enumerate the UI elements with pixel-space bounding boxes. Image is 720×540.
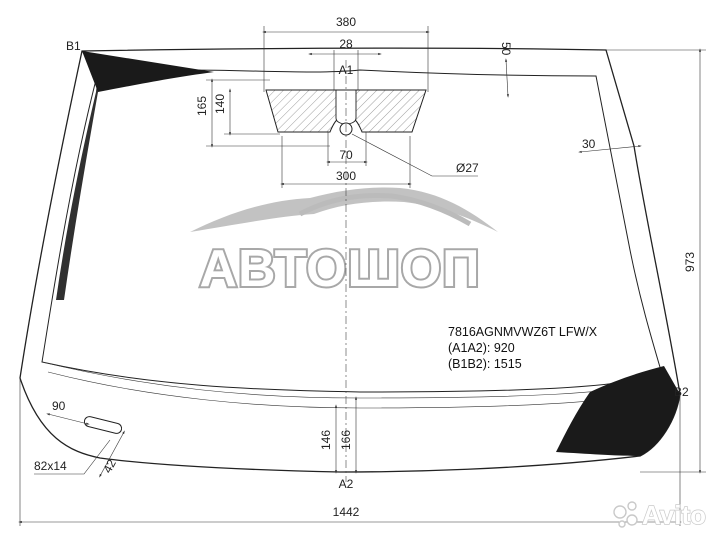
point-b2: B2 [674,385,689,399]
dim-70: 70 [339,148,353,162]
dim-50: 50 [499,42,513,56]
part-code: 7816AGNMVWZ6T LFW/X [448,325,598,339]
dim-28: 28 [339,37,353,51]
avito-watermark: Avito [613,499,707,531]
point-a2: A2 [339,477,354,491]
part-a1a2: (A1A2): 920 [448,341,515,355]
dim-30: 30 [582,137,596,151]
logo-car-silhouette [190,187,498,232]
point-a1: A1 [339,63,354,77]
ceramic-band-bottom-right [556,366,680,456]
ceramic-band-left [56,72,98,300]
dim-380: 380 [336,15,356,29]
dim-165: 165 [195,96,209,116]
dim-300: 300 [336,169,356,183]
label-area [83,416,123,434]
dim-140: 140 [213,94,227,114]
dim-1442: 1442 [333,505,360,519]
logo-text: АВТОШОП [199,240,480,298]
ceramic-band-top-left [82,51,214,92]
dim-146: 146 [319,430,333,450]
dim-diameter-27: Ø27 [456,161,479,175]
dim-90: 90 [52,399,66,413]
point-b1: B1 [66,39,81,53]
dim-973: 973 [683,252,697,272]
dim-42: 42 [100,457,119,476]
dim-166: 166 [339,430,353,450]
dim-label-size: 82x14 [34,459,67,473]
avito-watermark-text: Avito [642,500,706,530]
part-b1b2: (B1B2): 1515 [448,357,522,371]
glass-inner-bottom-line [41,361,663,399]
logo: АВТОШОП [190,187,498,300]
